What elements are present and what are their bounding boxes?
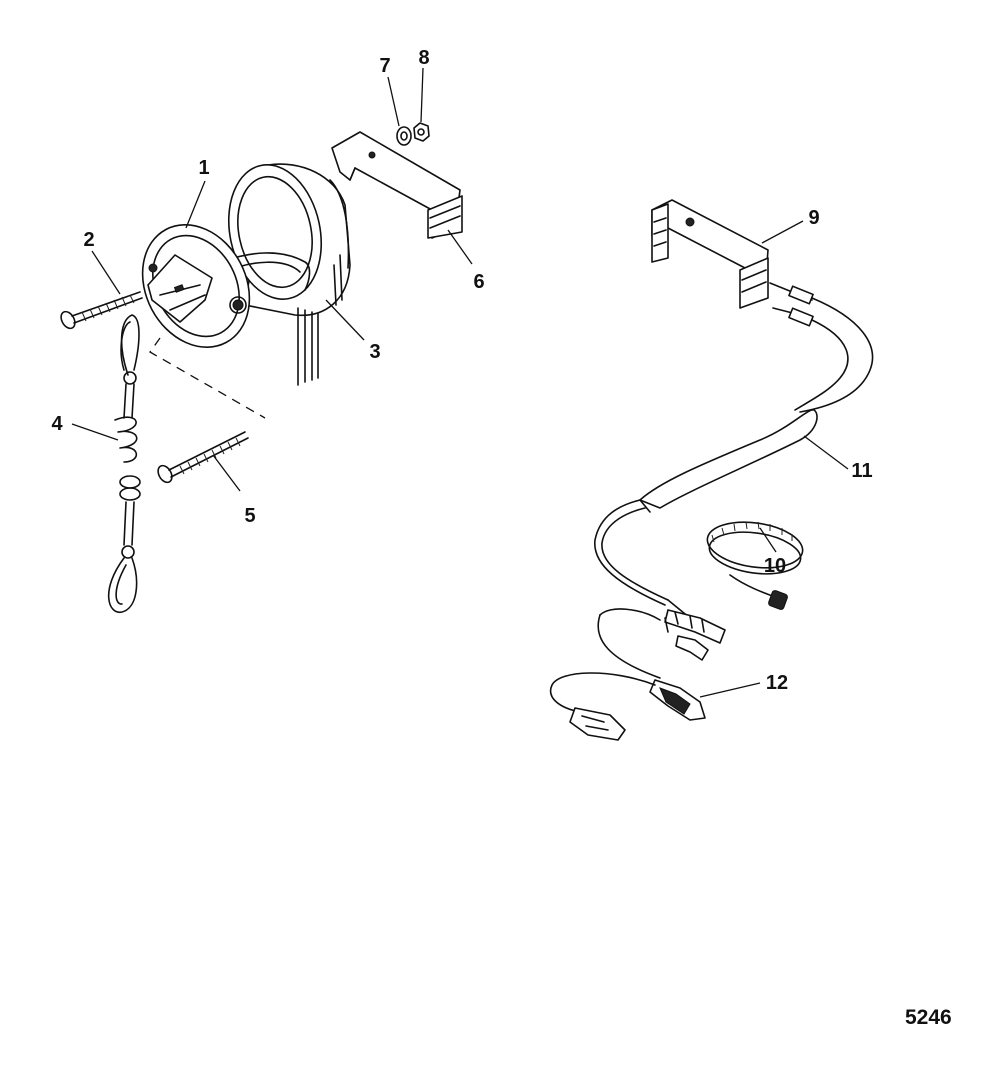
leader-7 (387, 76, 400, 127)
leader-3 (325, 299, 365, 341)
callout-6: 6 (473, 271, 484, 293)
mounting-guide-line (149, 337, 266, 419)
callout-8: 8 (418, 47, 429, 69)
connector-leads (549, 599, 726, 741)
leader-10 (759, 527, 777, 553)
safety-lanyard (107, 314, 141, 613)
callout-1: 1 (198, 157, 209, 179)
screw-short (60, 291, 143, 330)
callout-9: 9 (808, 207, 819, 229)
mounting-bracket (331, 131, 463, 239)
figure-number: 5246 (905, 1006, 952, 1029)
switch-housing (227, 163, 351, 317)
wiring-harness (594, 282, 874, 606)
leader-2 (91, 250, 121, 295)
callout-4: 4 (51, 413, 63, 435)
washer (396, 126, 412, 146)
leader-5 (212, 454, 241, 492)
callout-3: 3 (369, 341, 380, 363)
callout-7: 7 (379, 55, 390, 77)
nut (413, 122, 430, 142)
ignition-switch (141, 224, 251, 348)
leader-9 (761, 220, 804, 244)
callout-5: 5 (244, 505, 255, 527)
callout-11: 11 (851, 460, 872, 482)
leader-6 (447, 229, 473, 265)
leader-8 (420, 67, 424, 123)
callout-10: 10 (764, 555, 786, 577)
callout-2: 2 (83, 229, 94, 251)
leader-4 (71, 423, 119, 441)
callout-12: 12 (766, 672, 788, 694)
leader-1 (185, 180, 206, 229)
leader-12 (699, 682, 761, 698)
leader-11 (803, 435, 849, 470)
screw-long (157, 431, 249, 484)
cable-tie (706, 521, 804, 610)
lead-bracket (651, 199, 769, 309)
